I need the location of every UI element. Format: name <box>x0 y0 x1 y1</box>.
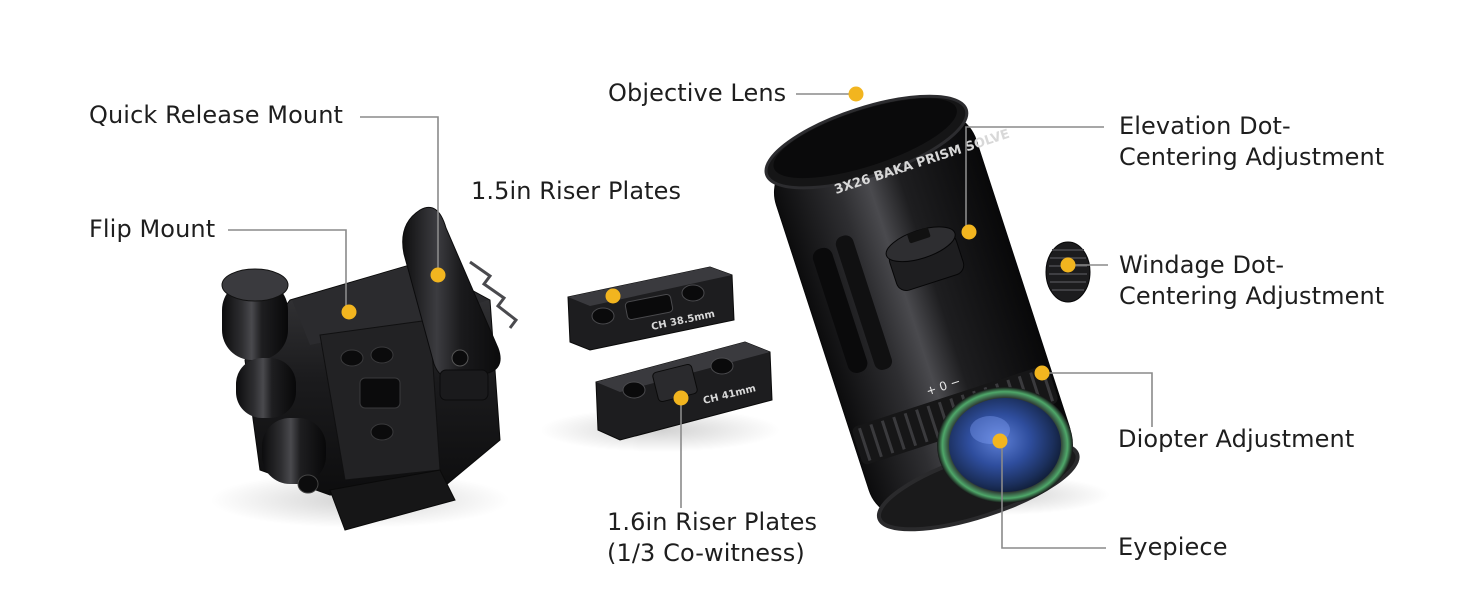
dot-flip-mount <box>341 304 357 320</box>
label-windage-line2: Centering Adjustment <box>1119 282 1385 310</box>
dot-objective <box>848 86 864 102</box>
dot-riser-15 <box>605 288 621 304</box>
dot-elevation <box>961 224 977 240</box>
callout-quick-release <box>360 116 439 275</box>
label-riser-16-line2: (1/3 Co-witness) <box>607 539 805 567</box>
magnifier-illustration: 3X26 BAKA PRISM SOLVE + 0 − <box>764 94 1110 532</box>
label-riser-16: 1.6in Riser Plates (1/3 Co-witness) <box>607 507 817 569</box>
label-elevation-line1: Elevation Dot- <box>1119 112 1291 140</box>
callout-elevation <box>965 126 1104 232</box>
flip-mount-illustration <box>210 206 519 531</box>
callout-diopter <box>1038 372 1153 427</box>
dot-diopter <box>1034 365 1050 381</box>
label-riser-15: 1.5in Riser Plates <box>471 177 682 205</box>
callout-lines <box>228 93 1153 549</box>
label-elevation-line2: Centering Adjustment <box>1119 143 1385 171</box>
label-quick-release-mount: Quick Release Mount <box>89 101 344 129</box>
label-windage-line1: Windage Dot- <box>1119 251 1285 279</box>
dot-windage <box>1060 257 1076 273</box>
label-windage: Windage Dot- Centering Adjustment <box>1119 250 1384 312</box>
dot-quick-release <box>430 267 446 283</box>
dot-riser-16 <box>673 390 689 406</box>
dot-eyepiece <box>992 433 1008 449</box>
label-objective-lens: Objective Lens <box>608 79 787 107</box>
callout-flip-mount <box>228 229 347 312</box>
callout-eyepiece <box>1001 441 1106 549</box>
callout-dots <box>341 86 1076 449</box>
label-flip-mount: Flip Mount <box>89 215 216 243</box>
riser-plates-illustration: CH 38.5mm CH 41mm <box>540 266 780 452</box>
label-diopter-adjustment: Diopter Adjustment <box>1118 425 1355 453</box>
label-eyepiece: Eyepiece <box>1118 533 1228 561</box>
label-riser-16-line1: 1.6in Riser Plates <box>607 508 818 536</box>
label-elevation: Elevation Dot- Centering Adjustment <box>1119 111 1384 173</box>
